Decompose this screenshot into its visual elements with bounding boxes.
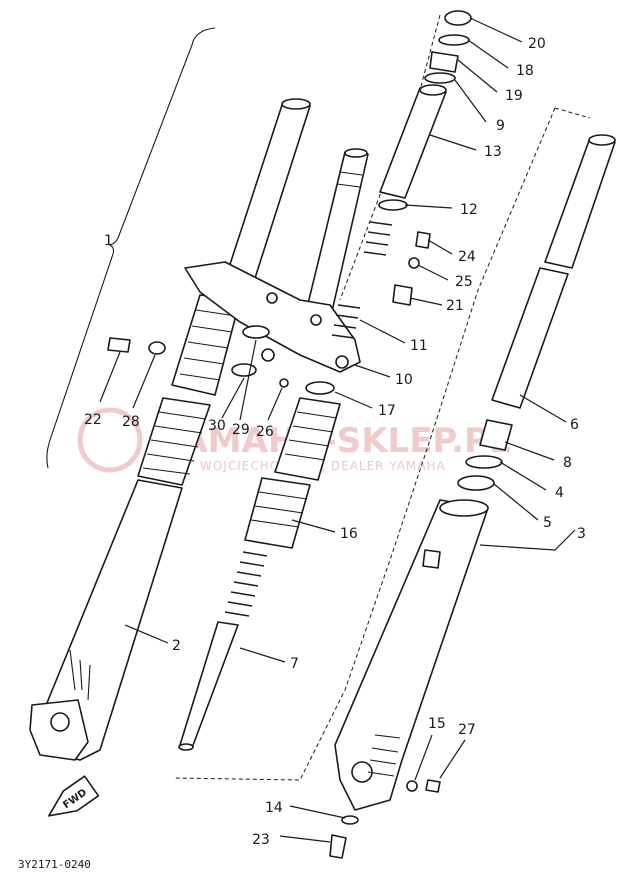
oring-9: [424, 72, 456, 84]
right-inner-tube-upper: [544, 137, 616, 269]
label-12: 12: [460, 202, 478, 218]
cap-20: [444, 10, 472, 26]
label-20: 20: [528, 36, 546, 52]
cap-bolt-19: [429, 51, 459, 73]
bolt-23: [329, 834, 347, 859]
bracket-bolt-right: [335, 355, 349, 369]
part-labels: 1 2 3 4 5 6 7 8 9 10 11 12 13 14 15 16 1…: [84, 36, 586, 848]
label-4: 4: [555, 485, 564, 501]
bracket-bolt: [261, 348, 275, 362]
washer-29: [231, 363, 257, 377]
label-9: 9: [496, 118, 505, 134]
right-axle-hole: [351, 761, 373, 783]
label-16: 16: [340, 526, 358, 542]
bolt-24: [415, 231, 431, 249]
label-21: 21: [446, 298, 464, 314]
washer-14: [341, 815, 359, 825]
right-outer-tube: [334, 499, 489, 811]
watermark-brand: YAMAHA-SKLEP.PL: [159, 421, 511, 461]
bushing-8: [479, 419, 513, 451]
washer-12: [378, 199, 408, 211]
assembly-bracket-1: [46, 27, 216, 469]
fwd-arrow-icon: FWD: [48, 775, 100, 817]
seal-5: [457, 475, 495, 491]
watermark-logo-icon: [77, 407, 143, 473]
top-parts: [331, 10, 472, 339]
label-3: 3: [577, 526, 586, 542]
diagram-code: 3Y2171-0240: [18, 858, 91, 871]
label-30: 30: [208, 418, 226, 434]
upper-spring: [363, 221, 393, 256]
washer-30: [242, 325, 270, 339]
spacer-13: [379, 87, 447, 199]
middle-upper-boot: [274, 397, 341, 481]
label-2: 2: [172, 638, 181, 654]
label-7: 7: [290, 656, 299, 672]
label-8: 8: [563, 455, 572, 471]
ring-17: [305, 381, 335, 395]
bolt-22: [107, 337, 131, 353]
label-29: 29: [232, 422, 250, 438]
nut-25: [408, 257, 420, 269]
lower-spring-11: [331, 304, 361, 339]
ring-18: [438, 34, 470, 46]
right-fork: [329, 134, 616, 859]
left-inner-tube-top: [281, 98, 311, 110]
label-6: 6: [570, 417, 579, 433]
left-fork: [29, 98, 311, 761]
label-24: 24: [458, 249, 476, 265]
right-inner-tube-lower: [491, 267, 569, 409]
leader-lines: [99, 17, 576, 843]
clip-21: [392, 284, 413, 306]
middle-fork: [178, 378, 341, 751]
washer-28: [148, 341, 166, 355]
label-10: 10: [395, 372, 413, 388]
label-11: 11: [410, 338, 428, 354]
left-axle-hole: [50, 712, 70, 732]
label-13: 13: [484, 144, 502, 160]
label-25: 25: [455, 274, 473, 290]
label-22: 22: [84, 412, 102, 428]
label-26: 26: [256, 424, 274, 440]
label-18: 18: [516, 63, 534, 79]
middle-lower-boot: [244, 477, 311, 549]
steering-stem: [304, 151, 369, 321]
bolt-27: [425, 779, 441, 793]
assembly-line-right: [174, 107, 591, 781]
right-clamp: [422, 549, 441, 569]
label-28: 28: [122, 414, 140, 430]
label-15: 15: [428, 716, 446, 732]
label-23: 23: [252, 832, 270, 848]
left-lower-boot: [137, 397, 211, 486]
label-27: 27: [458, 722, 476, 738]
under-bracket: [184, 261, 361, 373]
seal-4: [465, 455, 503, 469]
label-19: 19: [505, 88, 523, 104]
label-5: 5: [543, 515, 552, 531]
steering-assembly: [184, 148, 369, 377]
label-1: 1: [104, 233, 113, 249]
screw-26: [279, 378, 289, 388]
label-17: 17: [378, 403, 396, 419]
fork-spring: [224, 551, 268, 617]
washer-15: [406, 780, 418, 792]
label-14: 14: [265, 800, 283, 816]
damper-rod: [179, 621, 239, 749]
